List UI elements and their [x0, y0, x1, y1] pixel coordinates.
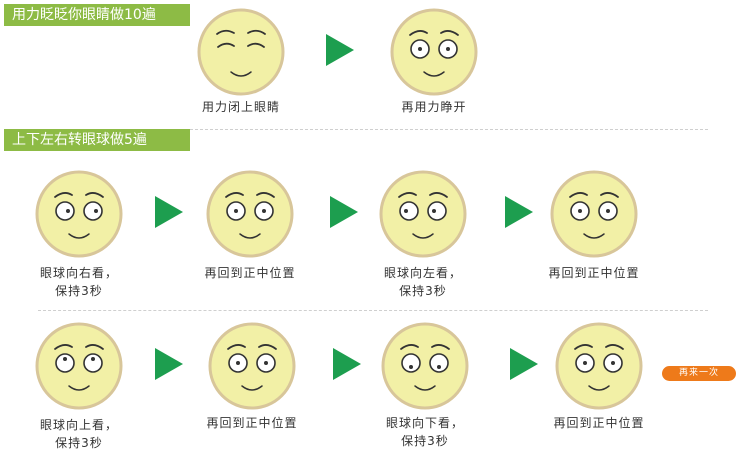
face-look-center-icon [550, 170, 638, 258]
step-caption: 用力闭上眼睛 [201, 100, 280, 114]
face-look-down-icon [381, 322, 469, 410]
step-caption: 再回到正中位置 [548, 266, 640, 280]
step-caption: 再用力睁开 [401, 100, 467, 114]
arrow-right-icon [333, 348, 361, 380]
section2-title: 上下左右转眼球做5遍 [4, 129, 190, 151]
step-caption: 眼球向左看，保持3秒 [383, 266, 462, 298]
repeat-button[interactable]: 再来一次 [662, 366, 736, 381]
arrow-right-icon [505, 196, 533, 228]
step-caption: 再回到正中位置 [204, 266, 296, 280]
step-caption: 再回到正中位置 [206, 416, 298, 430]
face-look-center-icon [208, 322, 296, 410]
face-look-center-icon [555, 322, 643, 410]
arrow-right-icon [330, 196, 358, 228]
face-look-right-icon [35, 170, 123, 258]
step-caption: 眼球向右看，保持3秒 [39, 266, 118, 298]
step-caption: 眼球向上看，保持3秒 [39, 418, 118, 450]
arrow-right-icon [155, 196, 183, 228]
arrow-right-icon [510, 348, 538, 380]
face-look-left-icon [379, 170, 467, 258]
section1-title: 用力眨眨你眼睛做10遍 [4, 4, 190, 26]
step-caption: 眼球向下看，保持3秒 [385, 416, 464, 448]
dashed-divider [190, 129, 708, 130]
face-eyes-open-icon [390, 8, 478, 96]
face-eyes-closed-icon [197, 8, 285, 96]
step-caption: 再回到正中位置 [553, 416, 645, 430]
arrow-right-icon [155, 348, 183, 380]
face-look-up-icon [35, 322, 123, 410]
face-look-center-icon [206, 170, 294, 258]
arrow-right-icon [326, 34, 354, 66]
dashed-divider [38, 310, 708, 311]
